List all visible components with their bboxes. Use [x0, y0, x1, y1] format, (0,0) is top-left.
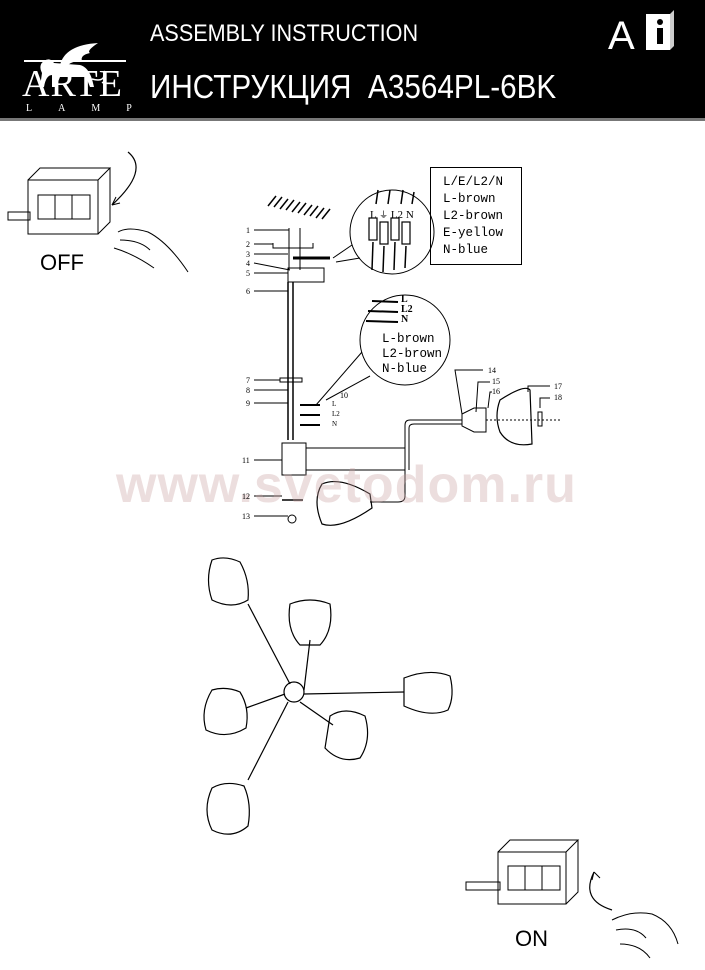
switch-on-illustration	[465, 839, 679, 959]
brand-name: ARTE	[22, 63, 123, 105]
part-number: 18	[554, 393, 562, 402]
part-number: 14	[488, 366, 496, 375]
switch-on-label: ON	[515, 926, 548, 951]
title-ru: ИНСТРУКЦИЯ A3564PL-6BK	[150, 68, 557, 105]
part-number: 17	[554, 382, 562, 391]
header: ARTE LAMP ASSEMBLY INSTRUCTION ИНСТРУКЦИ…	[0, 0, 705, 121]
part-number: 13	[242, 512, 250, 521]
switch-off-label: OFF	[40, 250, 84, 275]
part-number: 1	[246, 226, 250, 235]
logo-divider	[24, 60, 126, 62]
brand-sub: LAMP	[26, 103, 158, 114]
earth-icon: ⏚	[379, 210, 389, 220]
part-number: 15	[492, 377, 500, 386]
part-number: 12	[242, 492, 250, 501]
watermark: www.svetodom.ru	[116, 456, 577, 514]
legend-line: N-blue	[443, 243, 489, 257]
chandelier-top-view	[203, 557, 453, 835]
part-number: 7	[246, 376, 250, 385]
part-number: 4	[246, 259, 250, 268]
legend-line: L/E/L2/N	[443, 175, 504, 189]
manual-info-icon	[646, 10, 674, 50]
title-en: ASSEMBLY INSTRUCTION	[150, 20, 419, 47]
model-number: A3564PL-6BK	[368, 68, 557, 105]
part-number: 9	[246, 399, 250, 408]
part-number: 16	[492, 387, 500, 396]
part-number: 11	[242, 456, 250, 465]
part-number: 3	[246, 250, 250, 259]
legend-line: L2-brown	[443, 209, 504, 223]
legend-line: L-brown	[443, 192, 496, 206]
terminal-block-detail	[349, 189, 435, 275]
wire-color-legend: L/E/L2/N L-brown L2-brown E-yellow N-blu…	[430, 167, 522, 265]
winged-lion-logo	[40, 43, 107, 87]
legend-line: E-yellow	[443, 226, 504, 240]
part-number: 6	[246, 287, 250, 296]
wire-detail	[359, 294, 451, 386]
terminal-labels: L ⏚ L2 N	[370, 209, 414, 221]
part-number: 5	[246, 269, 250, 278]
part-number: 10	[340, 391, 348, 400]
part-number: 2	[246, 240, 250, 249]
part-number: 8	[246, 386, 250, 395]
switch-off-illustration	[7, 151, 189, 273]
ceiling-hatch	[267, 195, 331, 220]
language-letter: A	[608, 14, 635, 58]
